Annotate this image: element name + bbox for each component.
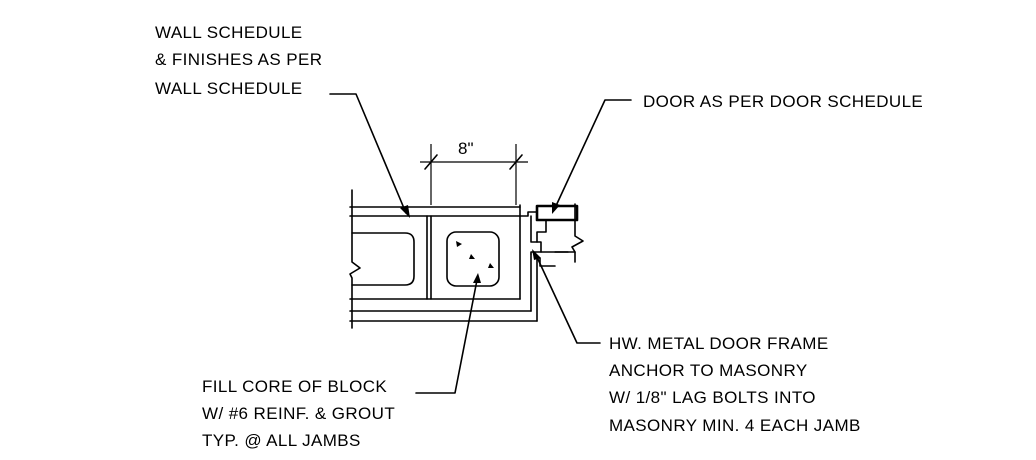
block-cell-right — [446, 231, 500, 287]
note-door-frame-line-2: ANCHOR TO MASONRY — [609, 361, 808, 380]
note-door-frame-line-1: HW. METAL DOOR FRAME — [609, 334, 829, 353]
break-line-right — [571, 203, 584, 263]
note-fill-core-line-1: FILL CORE OF BLOCK — [202, 377, 387, 396]
note-door: DOOR AS PER DOOR SCHEDULE — [643, 92, 923, 111]
note-wall-schedule-line-3: WALL SCHEDULE — [155, 79, 303, 98]
note-fill-core-line-2: W/ #6 REINF. & GROUT — [202, 404, 395, 423]
note-wall-schedule-line-1: WALL SCHEDULE — [155, 23, 303, 42]
masonry-wall-section — [349, 189, 538, 329]
note-door-frame-line-3: W/ 1/8" LAG BOLTS INTO — [609, 388, 816, 407]
note-door-frame-line-4: MASONRY MIN. 4 EACH JAMB — [609, 416, 861, 435]
dimension-label: 8" — [458, 139, 474, 158]
door-leaf — [535, 203, 584, 263]
width-dimension: 8" — [420, 139, 528, 205]
note-door-line-1: DOOR AS PER DOOR SCHEDULE — [643, 92, 923, 111]
note-fill-core-line-3: TYP. @ ALL JAMBS — [202, 431, 361, 450]
note-wall-schedule-line-2: & FINISHES AS PER — [155, 50, 322, 69]
note-door-frame: HW. METAL DOOR FRAME ANCHOR TO MASONRY W… — [609, 334, 861, 435]
block-cell-left — [351, 232, 415, 286]
hollow-metal-door-frame — [519, 204, 569, 267]
leader-lines — [329, 93, 632, 394]
note-wall-schedule: WALL SCHEDULE & FINISHES AS PER WALL SCH… — [155, 23, 322, 98]
note-fill-core: FILL CORE OF BLOCK W/ #6 REINF. & GROUT … — [202, 377, 395, 450]
break-line-left — [349, 189, 361, 329]
